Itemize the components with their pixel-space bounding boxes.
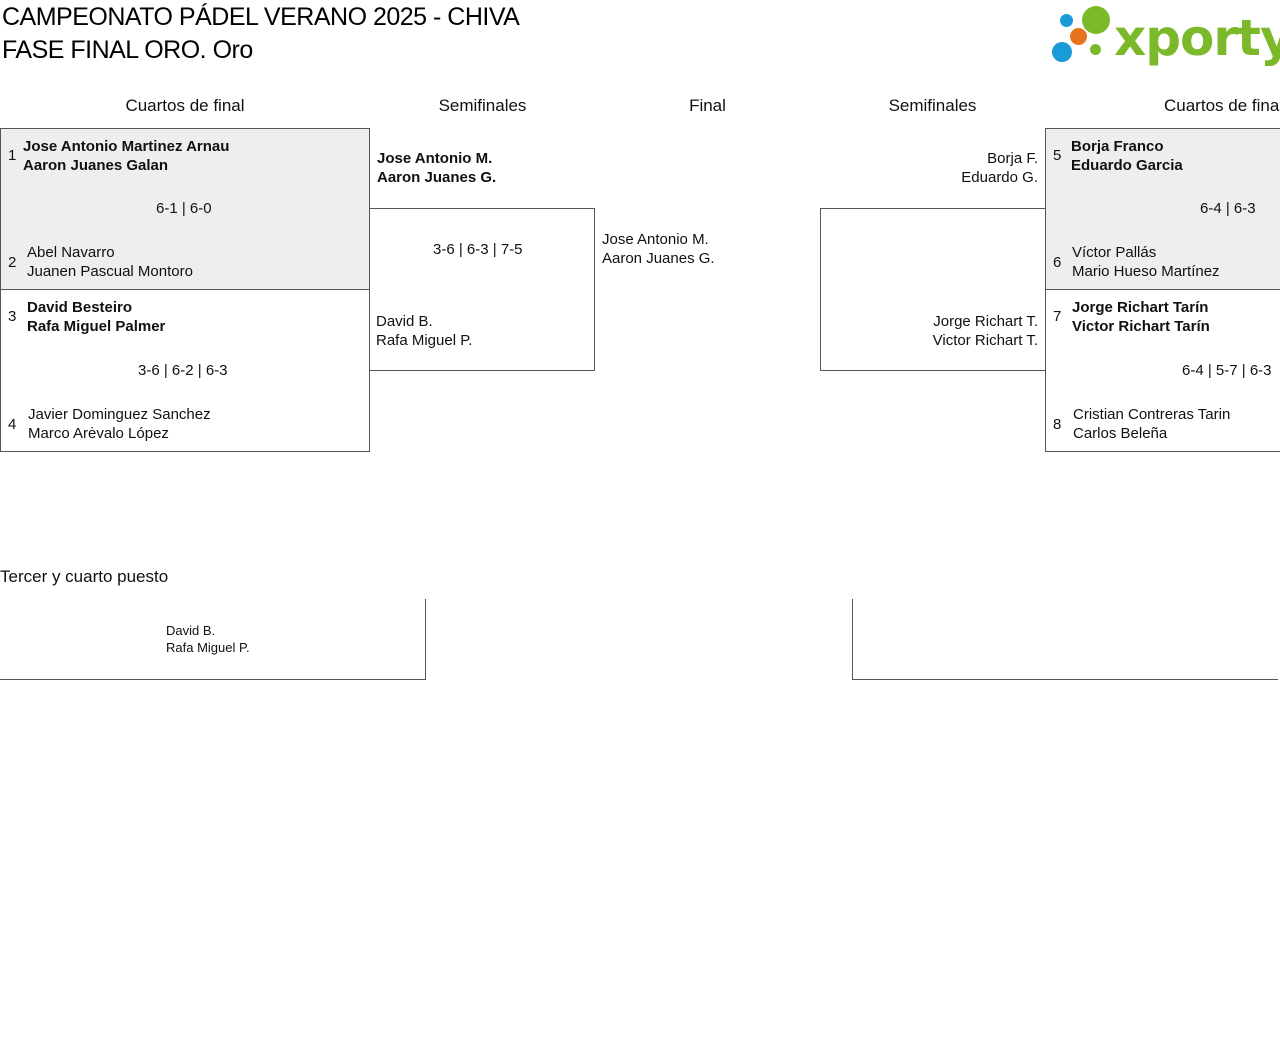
- player-name: Abel Navarro: [27, 244, 115, 261]
- match-score: 6-4 | 6-3: [1200, 200, 1256, 217]
- player-name: Eduardo G.: [961, 169, 1038, 186]
- player-name: Aaron Juanes G.: [602, 250, 715, 267]
- player-name: Marco Arėvalo López: [28, 425, 169, 442]
- pair-bottom: David B. Rafa Miguel P.: [376, 312, 472, 350]
- player-name: Eduardo Garcia: [1071, 157, 1183, 174]
- player-name: Jorge Richart T.: [933, 313, 1038, 330]
- match-qf4: 7 Jorge Richart Tarín Victor Richart Tar…: [1045, 289, 1280, 452]
- pair-bottom: Víctor Pallás Mario Hueso Martínez: [1072, 243, 1220, 281]
- seed-number: 2: [8, 254, 17, 271]
- player-name: Rafa Miguel P.: [166, 640, 250, 655]
- player-name: Aaron Juanes G.: [377, 169, 497, 186]
- round-heading-right-semis: Semifinales: [888, 96, 977, 115]
- pair-top-winner: Jorge Richart Tarín Victor Richart Tarín: [1072, 298, 1210, 336]
- player-name: Javier Dominguez Sanchez: [28, 406, 211, 423]
- player-name: Aaron Juanes Galan: [23, 157, 169, 174]
- player-name: Borja Franco: [1071, 138, 1164, 155]
- player-name: Mario Hueso Martínez: [1072, 263, 1220, 280]
- match-qf2: 3 David Besteiro Rafa Miguel Palmer 3-6 …: [0, 289, 370, 452]
- match-qf3: 5 Borja Franco Eduardo Garcia 6-4 | 6-3 …: [1045, 128, 1280, 290]
- bracket-line: [0, 679, 426, 680]
- player-name: Cristian Contreras Tarin: [1073, 406, 1231, 423]
- match-qf1: 1 Jose Antonio Martinez Arnau Aaron Juan…: [0, 128, 370, 290]
- match-semi-right: Jorge Richart T. Victor Richart T.: [820, 208, 1046, 371]
- round-heading-final: Final: [689, 96, 726, 115]
- seed-number: 1: [8, 147, 17, 164]
- seed-number: 3: [8, 308, 17, 325]
- xporty-logo: xporty: [1052, 4, 1280, 68]
- pair-top-winner: Jose Antonio Martinez Arnau Aaron Juanes…: [23, 137, 229, 175]
- semi-left-pair-top-winner: Jose Antonio M. Aaron Juanes G.: [377, 149, 496, 187]
- logo-dot-green-icon: [1082, 6, 1110, 34]
- round-heading-left-semis: Semifinales: [438, 96, 527, 115]
- bracket-line: [425, 599, 426, 679]
- logo-dot-orange-icon: [1070, 28, 1087, 45]
- player-name: Carlos Beleña: [1073, 425, 1168, 442]
- player-name: Rafa Miguel Palmer: [27, 318, 166, 335]
- pair-bottom: Javier Dominguez Sanchez Marco Arėvalo L…: [28, 405, 211, 443]
- seed-number: 7: [1053, 308, 1062, 325]
- logo-dot-blue-top-icon: [1060, 14, 1073, 27]
- player-name: Jose Antonio M.: [377, 150, 493, 167]
- player-name: Jose Antonio M.: [602, 231, 709, 248]
- pair-top-winner: Borja Franco Eduardo Garcia: [1071, 137, 1183, 175]
- player-name: Jose Antonio Martinez Arnau: [23, 138, 230, 155]
- page-subtitle: FASE FINAL ORO. Oro: [2, 36, 253, 64]
- bracket-line: [852, 599, 853, 679]
- pair-bottom: Cristian Contreras Tarin Carlos Beleña: [1073, 405, 1230, 443]
- round-heading-right-quarters: Cuartos de final: [1164, 96, 1280, 115]
- player-name: David B.: [376, 313, 433, 330]
- player-name: Jorge Richart Tarín: [1072, 299, 1209, 316]
- player-name: David Besteiro: [27, 299, 133, 316]
- match-score: 3-6 | 6-2 | 6-3: [138, 362, 228, 379]
- final-pair-left: Jose Antonio M. Aaron Juanes G.: [602, 230, 715, 268]
- seed-number: 5: [1053, 147, 1062, 164]
- logo-dot-blue-bottom-icon: [1052, 42, 1072, 62]
- seed-number: 6: [1053, 254, 1062, 271]
- match-score: 3-6 | 6-3 | 7-5: [433, 241, 523, 258]
- logo-text: xporty: [1114, 9, 1280, 67]
- match-score: 6-4 | 5-7 | 6-3: [1182, 362, 1272, 379]
- player-name: Victor Richart Tarín: [1072, 318, 1210, 335]
- player-name: David B.: [166, 623, 216, 638]
- player-name: Juanen Pascual Montoro: [27, 263, 193, 280]
- bracket-line: [852, 679, 1278, 680]
- player-name: Víctor Pallás: [1072, 244, 1157, 261]
- pair-bottom: Abel Navarro Juanen Pascual Montoro: [27, 243, 193, 281]
- logo-dot-green-small-icon: [1090, 44, 1101, 55]
- player-name: Borja F.: [987, 150, 1038, 167]
- match-semi-left: 3-6 | 6-3 | 7-5 David B. Rafa Miguel P.: [369, 208, 595, 371]
- seed-number: 4: [8, 416, 17, 433]
- player-name: Victor Richart T.: [932, 332, 1038, 349]
- round-heading-left-quarters: Cuartos de final: [125, 96, 245, 115]
- pair-top-winner: David Besteiro Rafa Miguel Palmer: [27, 298, 165, 336]
- pair-bottom: Jorge Richart T. Victor Richart T.: [821, 312, 1038, 350]
- page-title: CAMPEONATO PÁDEL VERANO 2025 - CHIVA: [2, 3, 520, 31]
- match-score: 6-1 | 6-0: [156, 200, 212, 217]
- third-place-heading: Tercer y cuarto puesto: [0, 567, 169, 586]
- third-place-pair-left: David B. Rafa Miguel P.: [166, 622, 250, 656]
- seed-number: 8: [1053, 416, 1062, 433]
- semi-right-pair-top: Borja F. Eduardo G.: [820, 149, 1038, 187]
- player-name: Rafa Miguel P.: [376, 332, 473, 349]
